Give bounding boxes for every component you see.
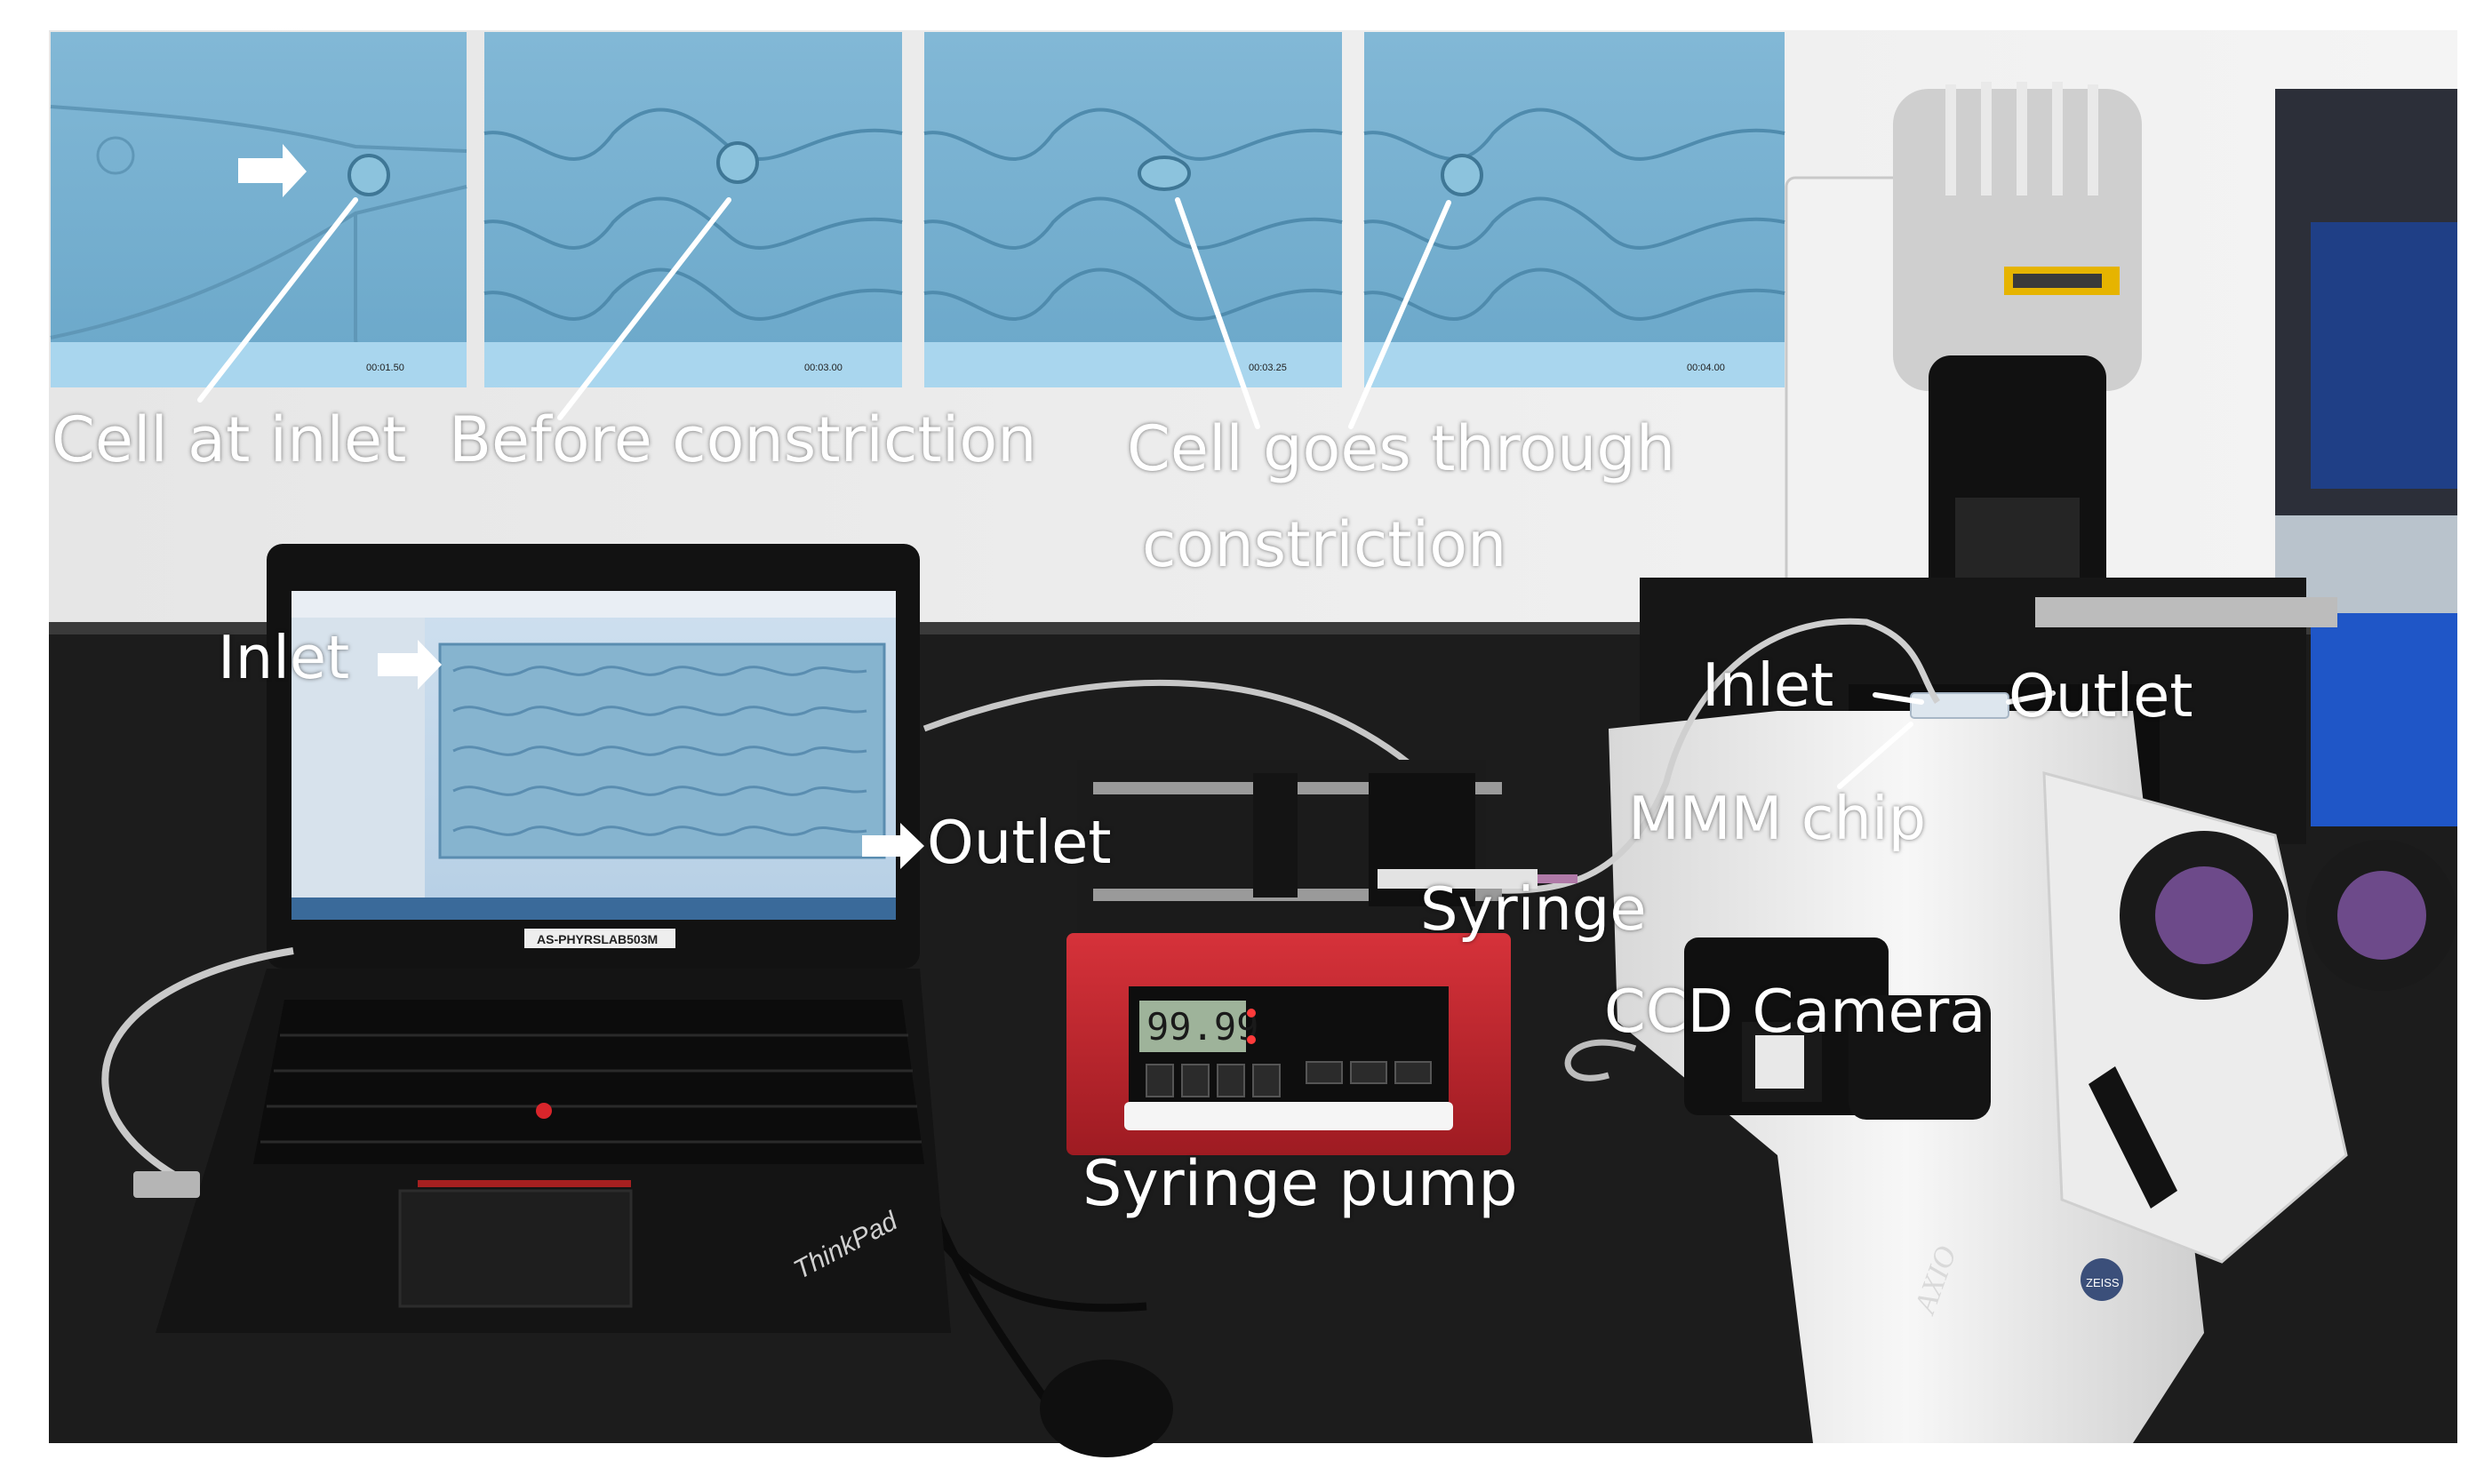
ccd-camera [1684, 937, 1991, 1120]
arrow-right-icon [862, 823, 924, 869]
mouse [1040, 1360, 1173, 1457]
frame-2-timecode: 00:03.00 [804, 363, 843, 373]
label-mmm-chip: MMM chip [1628, 784, 1927, 853]
label-laptop-inlet: Inlet [218, 623, 350, 692]
cell [1138, 156, 1191, 191]
label-ccd-camera: CCD Camera [1604, 977, 1986, 1046]
label-before-constriction: Before constriction [449, 403, 1037, 476]
eyepieces [2120, 831, 2457, 1000]
laptop-keyboard [253, 1000, 924, 1164]
laptop: AS-PHYRSLAB503M ThinkPad [101, 544, 951, 1333]
pump-lcd [1139, 1001, 1246, 1052]
microscope: AXIO ZEISS [1609, 82, 2457, 1443]
pump-display-value: 99.99 [1146, 1005, 1258, 1049]
syringe-pump: 99.99 [1066, 760, 1577, 1155]
cell [1441, 154, 1483, 196]
microscope-maker-text: ZEISS [2086, 1276, 2120, 1289]
label-chip-outlet: Outlet [2009, 661, 2193, 730]
syringe-barrel [1378, 869, 1538, 889]
annotation-arrows [238, 144, 924, 869]
frame-3-timecode: 00:03.25 [1249, 363, 1287, 373]
label-syringe-pump: Syringe pump [1082, 1147, 1518, 1220]
label-syringe: Syringe [1420, 874, 1647, 944]
laptop-asset-tag: AS-PHYRSLAB503M [537, 932, 658, 946]
label-cell-at-inlet: Cell at inlet [52, 403, 407, 476]
label-chip-inlet: Inlet [1702, 650, 1834, 720]
microscopy-frame-3: 00:03.25 [923, 32, 1343, 387]
arrow-right-icon [238, 144, 307, 197]
arrow-right-icon [378, 640, 442, 690]
frame-4-timecode: 00:04.00 [1687, 363, 1725, 373]
cell [716, 141, 759, 184]
mmm-chip [1910, 692, 2009, 719]
annotation-lines [197, 197, 2056, 789]
label-laptop-outlet: Outlet [927, 808, 1112, 877]
screen-chip-image [438, 642, 886, 859]
microscopy-frame-2: 00:03.00 [483, 32, 903, 387]
label-cell-goes-through: Cell goes through [1127, 412, 1676, 485]
cell [347, 154, 390, 196]
microscopy-frame-1: 00:01.50 [50, 32, 467, 387]
label-constriction: constriction [1142, 508, 1507, 581]
frame-1-timecode: 00:01.50 [366, 363, 404, 373]
microscopy-frame-4: 00:04.00 [1363, 32, 1785, 387]
